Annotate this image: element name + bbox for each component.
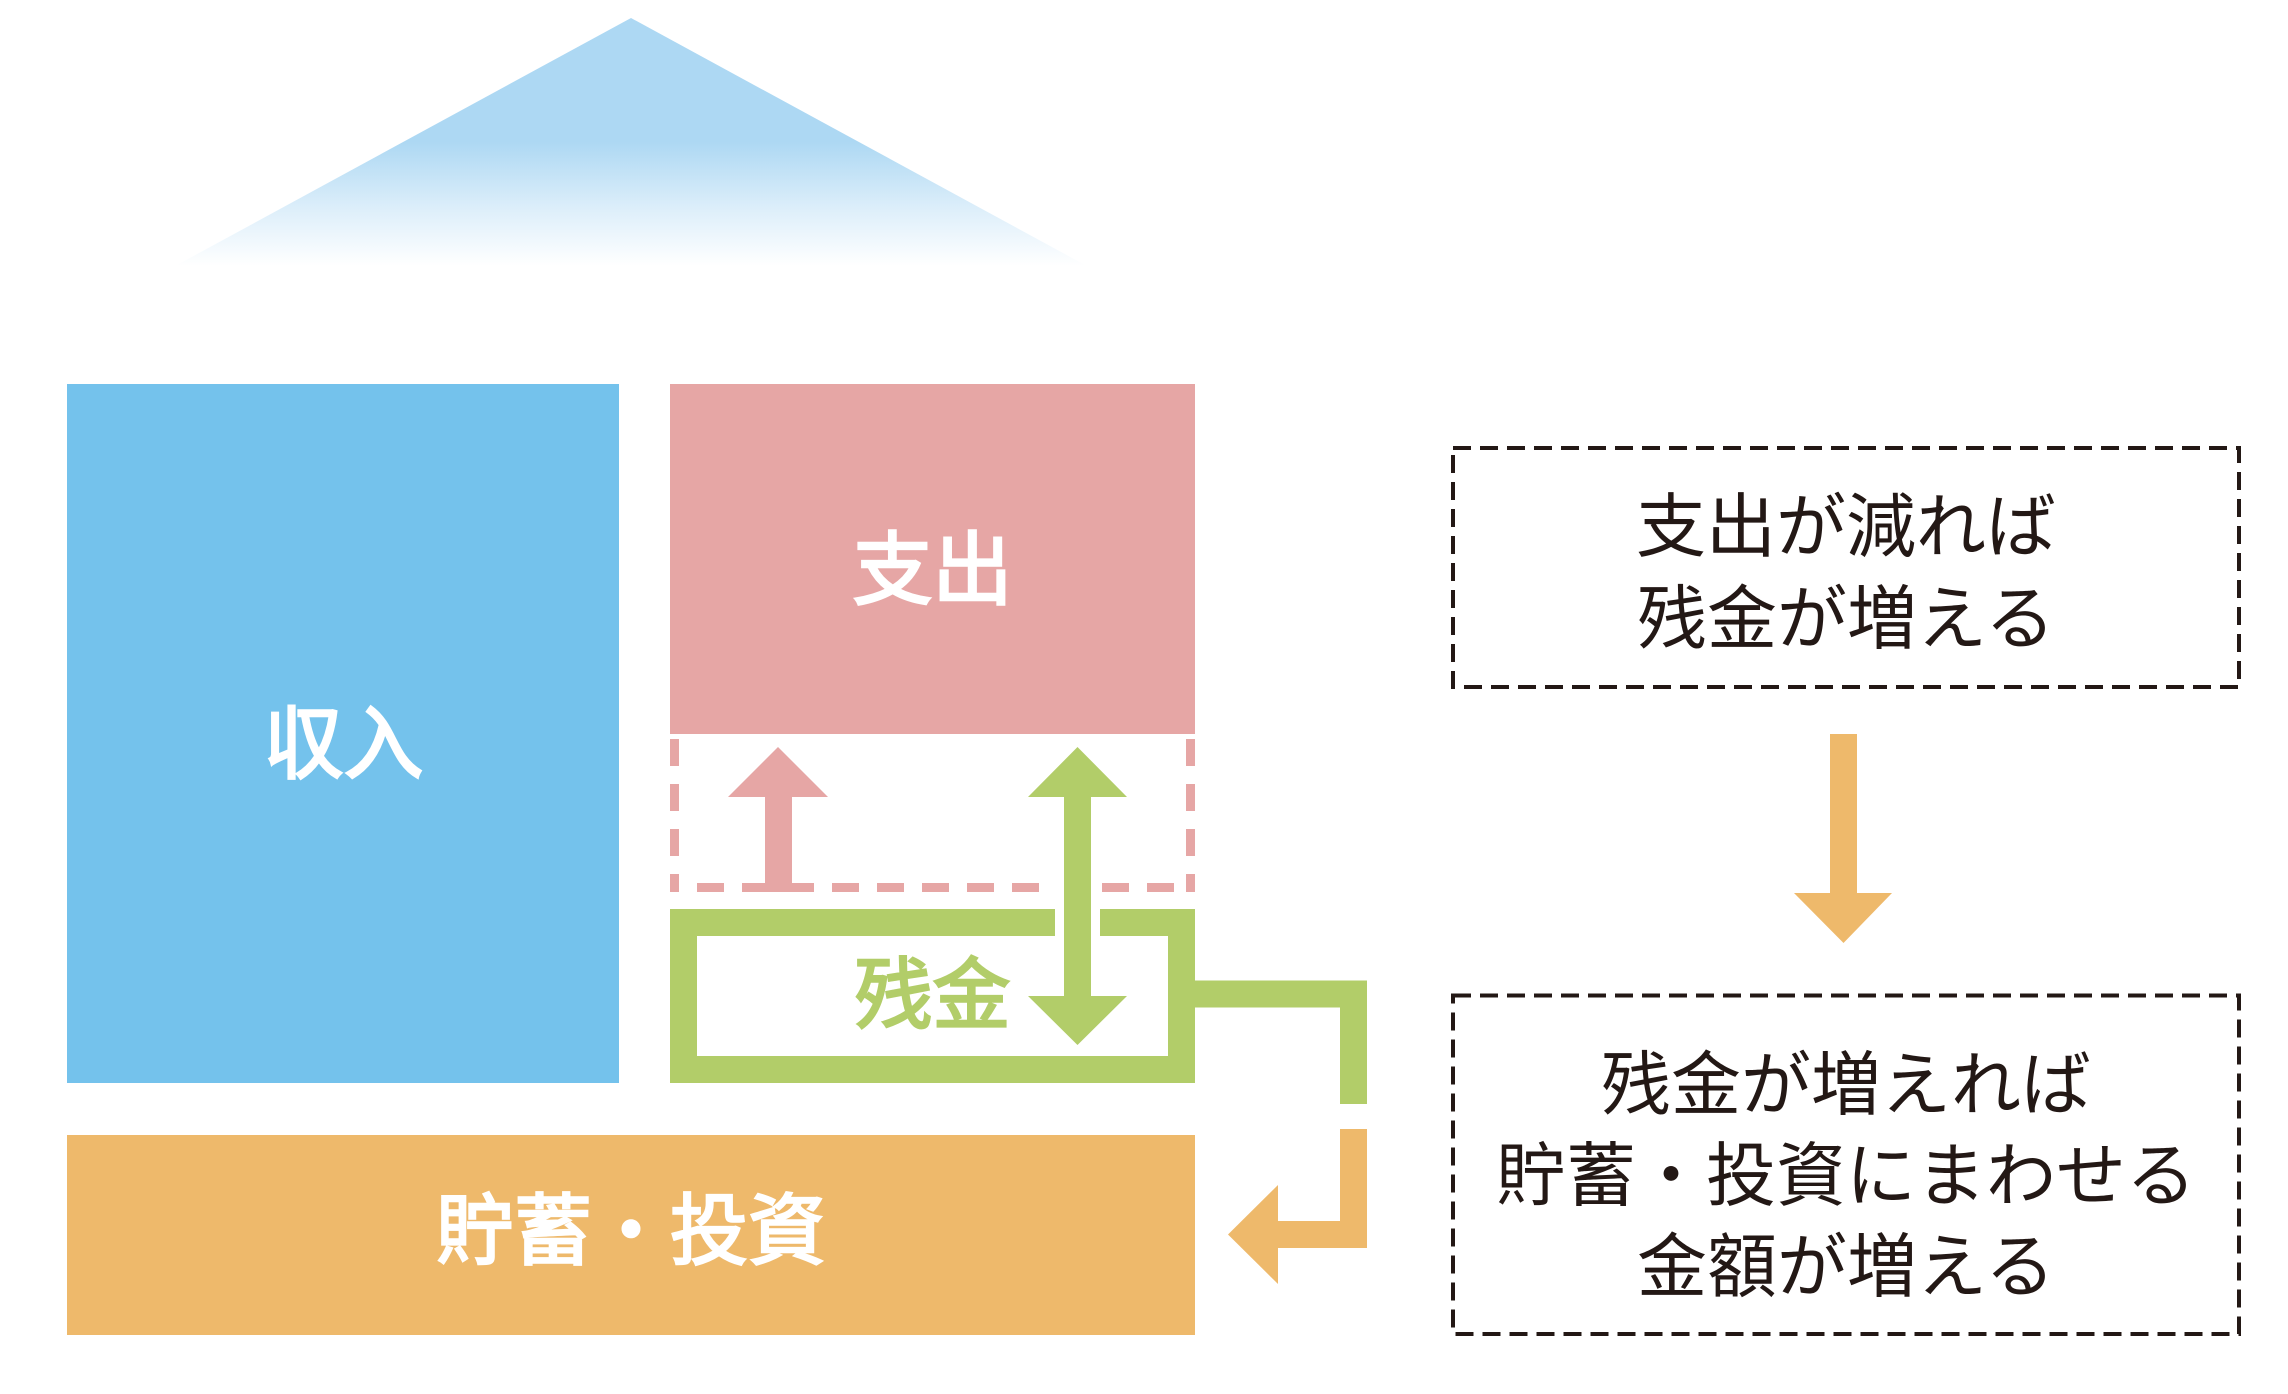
note-line: 残金が増えれば bbox=[1601, 1044, 2091, 1126]
notes-flow-arrow-icon bbox=[1794, 734, 1892, 943]
note-line: 金額が増える bbox=[1637, 1226, 2055, 1308]
house-roof bbox=[166, 18, 1096, 271]
savings-inflow-connector bbox=[1276, 1129, 1367, 1248]
note-box-2 bbox=[1451, 993, 2241, 1336]
savings-inflow-arrowhead-icon bbox=[1228, 1185, 1278, 1284]
income-block bbox=[67, 384, 619, 1083]
balance-to-savings-connector bbox=[1181, 980, 1367, 1104]
expenses-block bbox=[670, 384, 1195, 734]
balance-label: 残金 bbox=[854, 951, 1011, 1041]
income-label: 収入 bbox=[263, 698, 424, 791]
note-line: 残金が増える bbox=[1637, 578, 2055, 660]
savings-label: 貯蓄・投資 bbox=[435, 1187, 826, 1277]
note-balance-increase: 残金が増えれば 貯蓄・投資にまわせる 金額が増える bbox=[1453, 1040, 2239, 1313]
note-line: 支出が減れば bbox=[1636, 486, 2056, 568]
note-box-1 bbox=[1451, 446, 2241, 689]
balance-change-arrow-icon bbox=[1028, 747, 1127, 1045]
expenses-label: 支出 bbox=[852, 524, 1013, 617]
expenses-decrease-arrow-icon bbox=[728, 747, 828, 892]
savings-block bbox=[67, 1135, 1195, 1335]
note-line: 貯蓄・投資にまわせる bbox=[1496, 1135, 2196, 1217]
note-expenses-decrease: 支出が減れば 残金が増える bbox=[1453, 481, 2239, 665]
expenses-reduced-area bbox=[670, 739, 1195, 892]
